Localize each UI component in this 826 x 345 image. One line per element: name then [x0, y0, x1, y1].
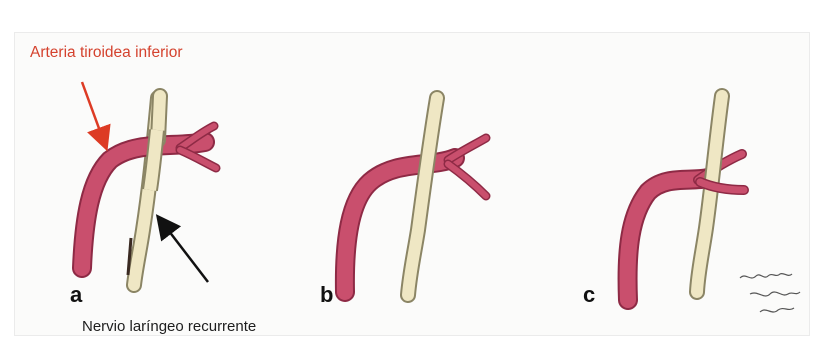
- panel-letter-c: c: [583, 282, 595, 308]
- nerve-b: [408, 98, 437, 295]
- panel-letter-b: b: [320, 282, 333, 308]
- black-arrow-icon: [162, 222, 208, 282]
- red-arrow-icon: [82, 82, 104, 142]
- panel-b-drawing: [345, 98, 486, 295]
- nerve-label: Nervio laríngeo recurrente: [82, 318, 256, 335]
- panel-letter-a: a: [70, 282, 82, 308]
- nerve-c: [697, 96, 722, 292]
- signature-icon: [740, 274, 800, 312]
- panel-c-drawing: [628, 96, 744, 300]
- artery-c: [628, 154, 742, 300]
- panel-a-drawing: [82, 82, 216, 285]
- artery-label: Arteria tiroidea inferior: [30, 44, 182, 62]
